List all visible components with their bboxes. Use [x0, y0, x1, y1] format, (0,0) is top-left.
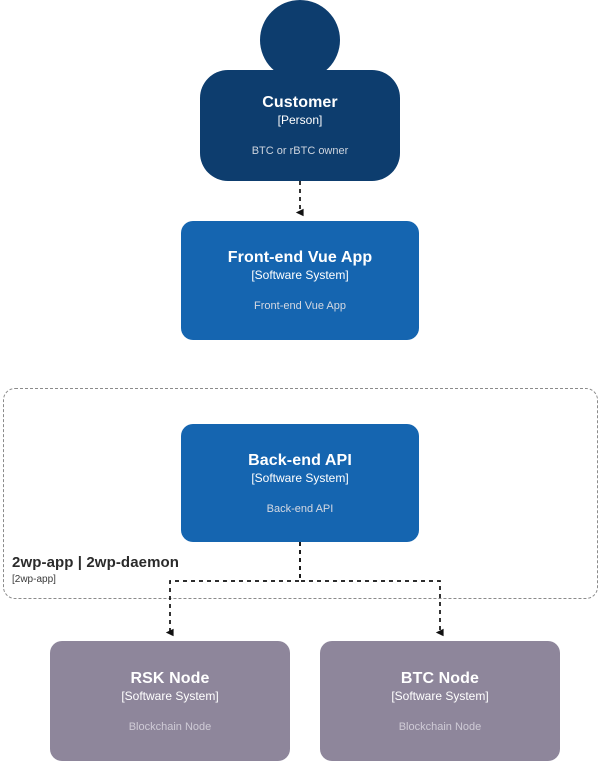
boundary-label: 2wp-app | 2wp-daemon [2wp-app] [12, 554, 179, 586]
node-btc-description: Blockchain Node [398, 720, 482, 733]
node-backend-api[interactable]: Back-end API [Software System] Back-end … [181, 424, 419, 542]
node-customer[interactable]: Customer [Person] BTC or rBTC owner [200, 0, 400, 181]
node-backend-description: Back-end API [266, 502, 334, 515]
person-head-icon [260, 0, 340, 80]
node-rsk-type: [Software System] [121, 688, 219, 703]
node-customer-title: Customer [262, 94, 338, 111]
node-customer-type: [Person] [277, 113, 323, 127]
node-frontend-type: [Software System] [251, 268, 349, 282]
person-body: Customer [Person] BTC or rBTC owner [200, 70, 400, 181]
node-btc-node[interactable]: BTC Node [Software System] Blockchain No… [320, 641, 560, 761]
node-rsk-description: Blockchain Node [128, 720, 212, 733]
node-frontend-vue-app[interactable]: Front-end Vue App [Software System] Fron… [181, 221, 419, 340]
node-customer-description: BTC or rBTC owner [251, 145, 349, 157]
node-btc-title: BTC Node [400, 669, 480, 687]
boundary-title: 2wp-app | 2wp-daemon [12, 554, 180, 571]
boundary-type: [2wp-app] [12, 574, 56, 585]
node-btc-type: [Software System] [391, 688, 489, 703]
node-frontend-title: Front-end Vue App [227, 249, 373, 266]
node-frontend-description: Front-end Vue App [254, 300, 346, 312]
node-rsk-title: RSK Node [130, 669, 210, 687]
node-backend-type: [Software System] [251, 470, 349, 485]
node-backend-title: Back-end API [248, 451, 352, 469]
node-rsk-node[interactable]: RSK Node [Software System] Blockchain No… [50, 641, 290, 761]
